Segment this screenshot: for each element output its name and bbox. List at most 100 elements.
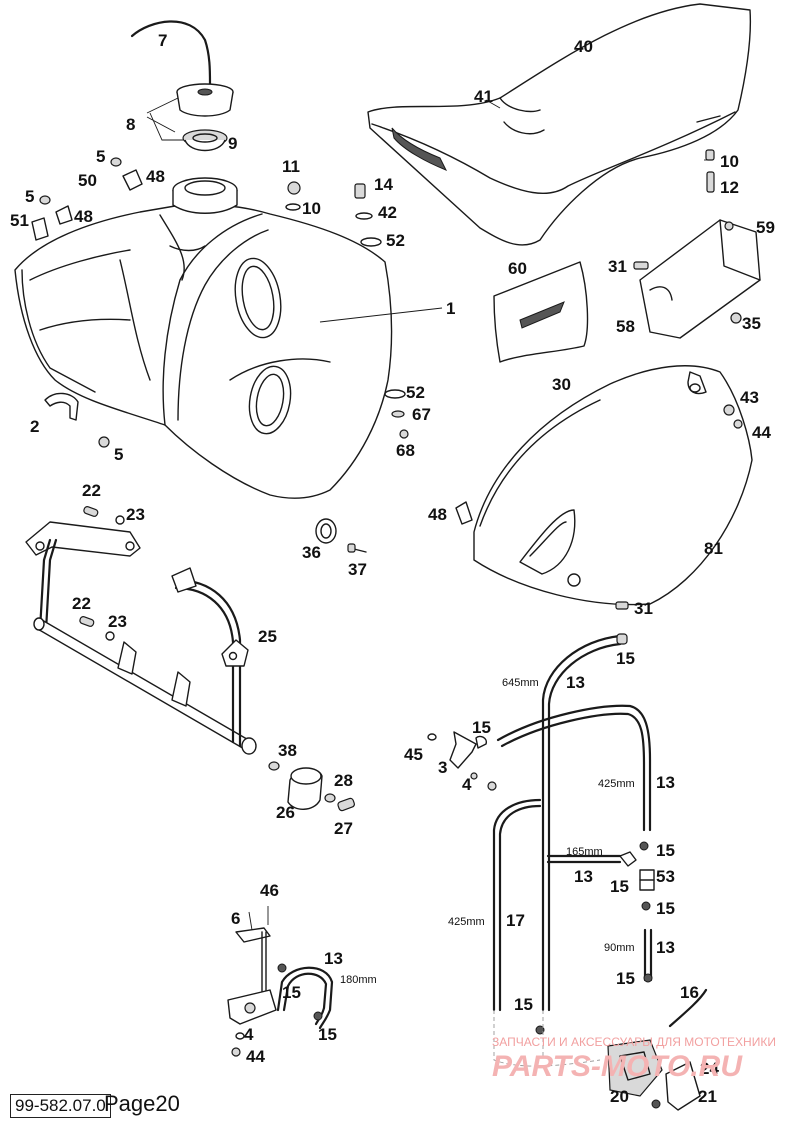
- label-25: 25: [258, 627, 277, 646]
- tank-cap-drawing: [130, 20, 234, 152]
- tool-box-drawing: [633, 219, 761, 339]
- label-15a: 15: [616, 649, 635, 668]
- label-81: 81: [704, 539, 723, 558]
- label-8: 8: [126, 115, 135, 134]
- label-48a: 48: [146, 167, 165, 186]
- seat-drawing: [367, 3, 752, 246]
- fuel-hoses-drawing: [427, 633, 655, 1035]
- label-37: 37: [348, 560, 367, 579]
- label-1: 1: [446, 299, 455, 318]
- label-30: 30: [552, 375, 571, 394]
- label-48c: 48: [428, 505, 447, 524]
- label-13a: 13: [566, 673, 585, 692]
- part-number-labels: 1 2 3 4 4 5 5 5 6 7 8 9 10 10 11 12 13 1…: [10, 31, 775, 1106]
- label-10a: 10: [302, 199, 321, 218]
- watermark-caption: ЗАПЧАСТИ И АКСЕССУАРЫ ДЛЯ МОТОТЕХНИКИ: [492, 1035, 776, 1049]
- label-3: 3: [438, 758, 447, 777]
- label-50: 50: [78, 171, 97, 190]
- label-10b: 10: [720, 152, 739, 171]
- label-26: 26: [276, 803, 295, 822]
- label-44b: 44: [246, 1047, 265, 1066]
- label-5c: 5: [114, 445, 123, 464]
- label-15i: 15: [318, 1025, 337, 1044]
- label-52a: 52: [386, 231, 405, 250]
- label-67: 67: [412, 405, 431, 424]
- label-13e: 13: [324, 949, 343, 968]
- label-36: 36: [302, 543, 321, 562]
- label-7: 7: [158, 31, 167, 50]
- label-24: 24: [700, 1059, 719, 1078]
- dimension-425mm-a: 425mm: [598, 778, 635, 790]
- label-21: 21: [698, 1087, 717, 1106]
- label-15g: 15: [514, 995, 533, 1014]
- label-9: 9: [228, 134, 237, 153]
- label-40: 40: [574, 37, 593, 56]
- label-14: 14: [374, 175, 393, 194]
- dimension-425mm-b: 425mm: [448, 916, 485, 928]
- label-15f: 15: [616, 969, 635, 988]
- label-23a: 23: [126, 505, 145, 524]
- label-13c: 13: [574, 867, 593, 886]
- label-27: 27: [334, 819, 353, 838]
- label-22b: 22: [72, 594, 91, 613]
- dimension-90mm: 90mm: [604, 942, 635, 954]
- carburettor-drawing: [493, 988, 708, 1111]
- label-5b: 5: [25, 187, 34, 206]
- label-6: 6: [231, 909, 240, 928]
- tank-fasteners-drawing: [31, 157, 409, 448]
- label-44a: 44: [752, 423, 771, 442]
- label-48b: 48: [74, 207, 93, 226]
- dimension-180mm: 180mm: [340, 974, 377, 986]
- label-17: 17: [506, 911, 525, 930]
- label-15b: 15: [472, 718, 491, 737]
- label-28: 28: [334, 771, 353, 790]
- label-11: 11: [282, 157, 300, 176]
- label-42: 42: [378, 203, 397, 222]
- label-4b: 4: [244, 1025, 254, 1044]
- label-22a: 22: [82, 481, 101, 500]
- label-31a: 31: [608, 257, 627, 276]
- watermark-brand: PARTS-MOTO.RU: [492, 1050, 743, 1083]
- tank-bracket-drawing: [25, 506, 257, 755]
- label-43: 43: [740, 388, 759, 407]
- label-68: 68: [396, 441, 415, 460]
- label-41: 41: [474, 87, 493, 106]
- decal-drawing: [493, 261, 589, 363]
- catalog-code: 99-582.07.0: [10, 1094, 111, 1118]
- label-12: 12: [720, 178, 739, 197]
- label-5a: 5: [96, 147, 105, 166]
- label-15h: 15: [282, 983, 301, 1002]
- dimension-165mm: 165mm: [566, 846, 603, 858]
- side-cover-drawing: [455, 365, 753, 610]
- label-13b: 13: [656, 773, 675, 792]
- label-45: 45: [404, 745, 423, 764]
- label-59: 59: [756, 218, 775, 237]
- label-2: 2: [30, 417, 39, 436]
- label-23b: 23: [108, 612, 127, 631]
- label-53: 53: [656, 867, 675, 886]
- label-15e: 15: [656, 899, 675, 918]
- label-46: 46: [260, 881, 279, 900]
- label-52b: 52: [406, 383, 425, 402]
- label-16: 16: [680, 983, 699, 1002]
- label-31b: 31: [634, 599, 653, 618]
- hose-dimension-labels: 645mm 425mm 165mm 425mm 90mm 180mm: [340, 677, 635, 986]
- page-label: Page20: [104, 1091, 180, 1116]
- label-15c: 15: [656, 841, 675, 860]
- label-35: 35: [742, 314, 761, 333]
- rubber-buffer-drawing: [268, 518, 367, 812]
- label-13d: 13: [656, 938, 675, 957]
- dimension-645mm: 645mm: [502, 677, 539, 689]
- label-51: 51: [10, 211, 29, 230]
- leader-lines: [146, 97, 712, 931]
- label-60: 60: [508, 259, 527, 278]
- label-20: 20: [610, 1087, 629, 1106]
- fuel-tap-drawing: [227, 927, 334, 1057]
- label-38: 38: [278, 741, 297, 760]
- label-58: 58: [616, 317, 635, 336]
- fuel-tank-drawing: [14, 177, 393, 499]
- label-4a: 4: [462, 775, 472, 794]
- label-15d: 15: [610, 877, 629, 896]
- watermark: ЗАПЧАСТИ И АКСЕССУАРЫ ДЛЯ МОТОТЕХНИКИ PA…: [492, 1035, 776, 1083]
